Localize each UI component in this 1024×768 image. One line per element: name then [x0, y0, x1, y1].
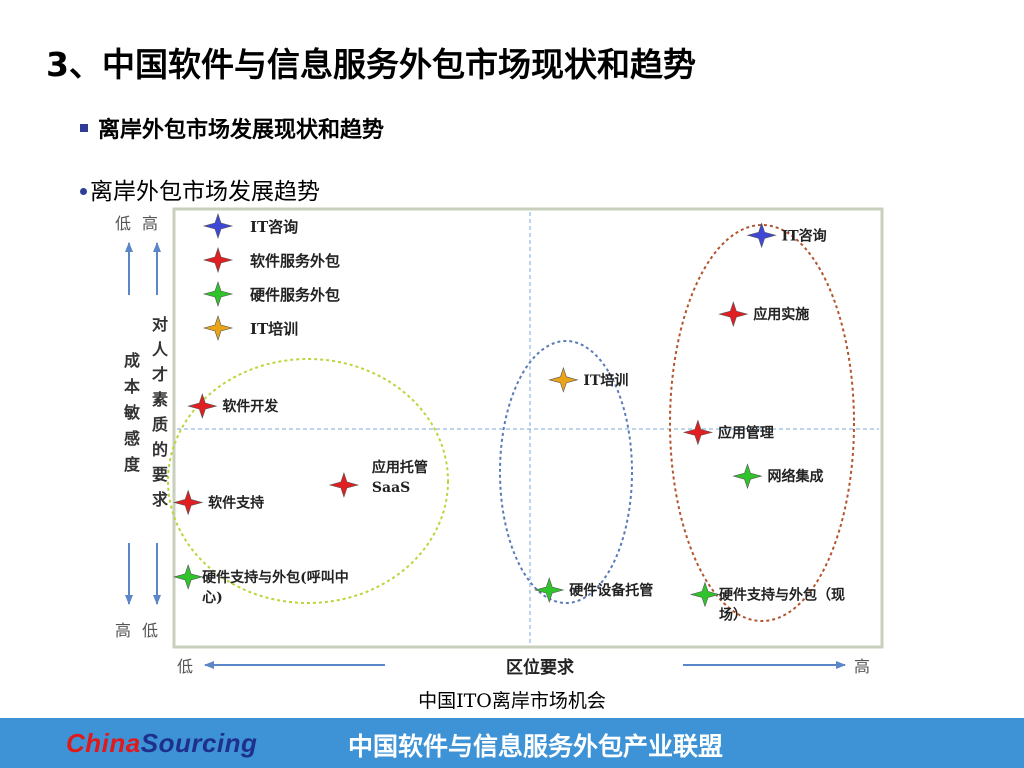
legend-label: IT咨询	[250, 218, 298, 236]
y-bottom-label-low: 低	[142, 621, 158, 640]
data-point-label: IT培训	[583, 372, 628, 389]
data-point-label: 应用实施	[753, 306, 809, 323]
y-axis-label-char: 才	[152, 365, 168, 384]
group-ellipse-high	[669, 224, 855, 622]
data-point-red	[718, 301, 749, 328]
chart-caption: 中国ITO离岸市场机会	[418, 690, 606, 712]
data-point-label: 软件支持	[208, 494, 264, 511]
chinasourcing-logo: ChinaSourcing	[66, 728, 258, 758]
data-point-label: 应用托管	[372, 459, 428, 476]
x-axis-label: 区位要求	[506, 657, 574, 678]
data-point-orange	[548, 366, 579, 393]
y-axis-label-char: 感	[124, 429, 140, 448]
data-point-label: 心)	[202, 590, 223, 606]
y-axis-label-char: 本	[124, 377, 140, 396]
y-axis-label-char: 求	[152, 490, 169, 509]
data-point-label: 场）	[719, 607, 747, 623]
y-axis-label-char: 素	[152, 390, 168, 409]
bullet-subheading-text: 离岸外包市场发展趋势	[90, 179, 320, 205]
y-bottom-label-high: 高	[115, 621, 131, 640]
y-axis-label-char: 质	[152, 415, 168, 434]
data-point-label: 硬件支持与外包（现	[719, 586, 845, 603]
y-top-label-high: 高	[142, 214, 158, 233]
group-ellipse-low	[167, 358, 449, 604]
data-point-red	[328, 471, 360, 498]
data-point-label: 硬件设备托管	[569, 582, 653, 599]
data-point-blue	[746, 222, 777, 249]
data-point-green	[173, 563, 204, 590]
data-point-red	[187, 393, 218, 420]
y-axis-label-char: 度	[124, 455, 141, 474]
data-point-red	[173, 489, 204, 516]
data-point-label: 网络集成	[767, 468, 823, 485]
bullet-heading-text: 离岸外包市场发展现状和趋势	[98, 118, 385, 143]
group-ellipse-mid	[499, 340, 633, 604]
y-top-label-low: 低	[115, 214, 131, 233]
footer-organization: 中国软件与信息服务外包产业联盟	[348, 732, 724, 761]
data-point-green	[732, 463, 763, 490]
legend-label: 软件服务外包	[250, 252, 340, 270]
data-point-red	[682, 419, 714, 446]
y-axis-label-char: 要	[152, 465, 168, 484]
slide-title: 3、中国软件与信息服务外包市场现状和趋势	[46, 45, 696, 84]
x-label-low: 低	[177, 657, 193, 676]
bullet-heading: 离岸外包市场发展现状和趋势	[80, 112, 384, 144]
data-point-label: 软件开发	[222, 398, 279, 415]
legend-marker-blue	[202, 213, 234, 239]
y-axis-label-char: 人	[152, 340, 169, 359]
y-axis-label-char: 对	[152, 315, 168, 334]
y-axis-label-char: 的	[152, 440, 168, 459]
square-bullet-icon	[80, 124, 88, 132]
data-point-label: 应用管理	[718, 424, 774, 441]
plot-frame	[172, 207, 884, 649]
legend-marker-red	[202, 247, 234, 273]
legend-marker-green	[202, 281, 234, 307]
data-point-label: IT咨询	[782, 227, 827, 244]
dot-bullet-icon	[80, 187, 87, 195]
data-point-label: 硬件支持与外包(呼叫中	[202, 569, 349, 586]
footer-bar: ChinaSourcing 中国软件与信息服务外包产业联盟	[0, 718, 1024, 768]
data-point-green	[689, 581, 721, 608]
data-point-green	[534, 577, 565, 604]
y-axis-label-char: 敏	[123, 403, 141, 422]
y-axis-label-char: 成	[124, 351, 140, 370]
data-point-label: SaaS	[372, 480, 410, 496]
legend-label: 硬件服务外包	[250, 286, 340, 304]
bullet-subheading: 离岸外包市场发展趋势	[80, 172, 320, 206]
legend-label: IT培训	[250, 320, 298, 338]
x-label-high: 高	[854, 657, 870, 676]
legend-marker-orange	[202, 315, 234, 341]
